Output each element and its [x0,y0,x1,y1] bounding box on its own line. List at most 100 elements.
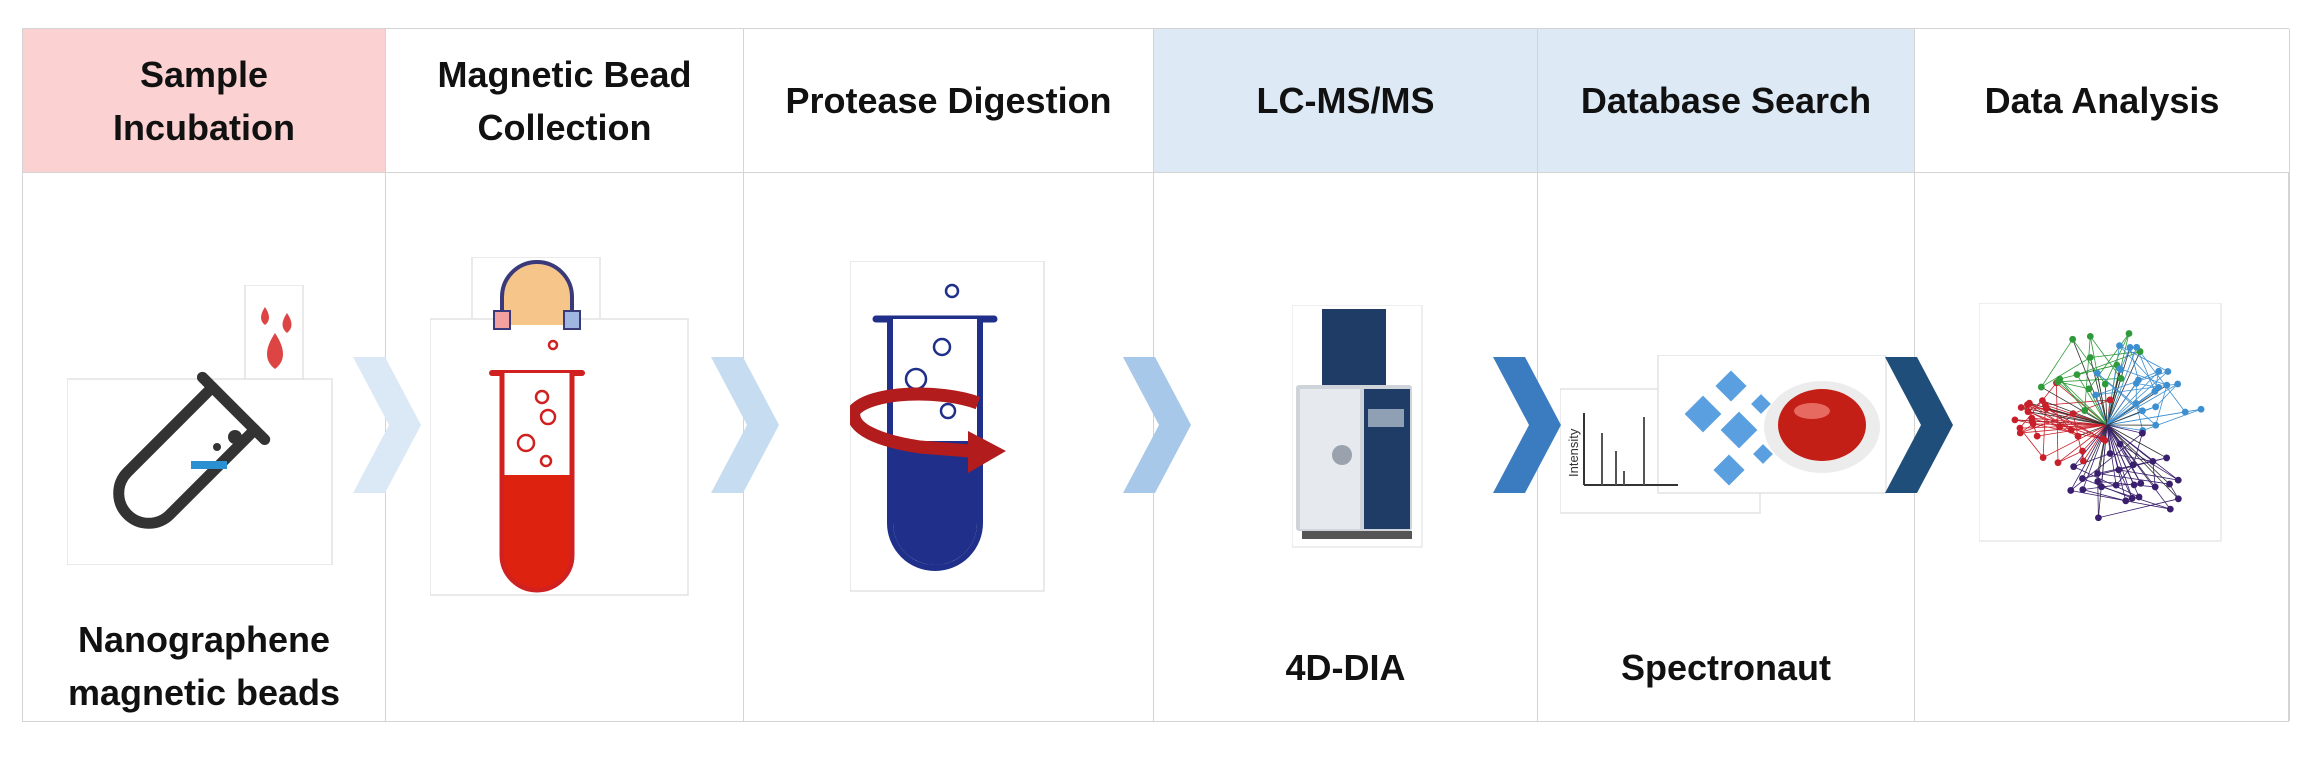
network-edge [2119,345,2159,388]
network-node [2166,480,2173,488]
step-title: Data Analysis [1915,29,2289,173]
step-data-analysis: Data Analysis [1915,29,2290,721]
network-node [2163,381,2171,389]
network-edge [2045,399,2111,406]
network-edge [2073,424,2108,467]
network-edge [2082,424,2108,479]
network-node [2132,400,2140,407]
network-edge [2021,407,2047,410]
step-title: Protease Digestion [744,29,1153,173]
network-edge [2076,351,2141,375]
step-lc-ms-ms: LC-MS/MS 4D-DIA [1154,29,1538,721]
network-node [2126,344,2134,351]
network-edge [2021,407,2108,426]
network-node [2106,396,2114,404]
network-node [2086,354,2094,361]
network-edge [2136,347,2186,413]
network-node [2137,479,2145,487]
network-edge [2057,381,2108,426]
network-node [2112,481,2120,489]
network-node [2094,478,2102,485]
network-node [2011,416,2019,424]
network-edge [2106,424,2143,434]
step-database-search: Database Search Intensity Spectrona [1538,29,1915,721]
network-node [2197,405,2205,413]
network-node [2164,368,2172,375]
network-edge [2106,424,2170,485]
network-node [2028,417,2036,425]
network-edge [2106,424,2142,484]
network-node [2174,476,2182,484]
network-edge [2120,347,2131,370]
network-edge [2019,382,2057,429]
step-sample-incubation: Sample Incubation Nanographene magnetic … [23,29,386,721]
network-node [2079,475,2086,482]
network-node [2132,379,2140,387]
network-node [2079,457,2087,465]
network-node [2073,371,2081,379]
network-edge [2040,339,2073,388]
step-title: LC-MS/MS [1154,29,1537,173]
network-edge [2095,371,2169,396]
network-node [2070,463,2078,471]
network-edge [2106,424,2143,431]
network-node [2155,367,2163,375]
network-node [2152,421,2160,429]
network-node [2174,380,2182,388]
network-edge [2096,373,2108,426]
network-node [2093,369,2101,377]
network-edge [2106,371,2160,426]
network-edge [2027,411,2108,426]
network-edge [2134,484,2156,488]
network-edge [2084,410,2108,426]
network-node [2115,466,2123,474]
step-caption: Spectronaut [1620,647,1832,688]
network-edge [2106,345,2120,426]
network-node [2024,408,2032,416]
network-edge [2083,424,2108,462]
network-edge [2059,364,2117,380]
network-edge [2070,490,2171,510]
network-edge [2042,424,2108,458]
network-node [2094,470,2101,477]
network-node [2149,457,2157,465]
network-node [2069,410,2077,418]
network-node [2129,461,2137,469]
network-node [2130,481,2138,489]
chevron-arrow-icon [711,357,779,493]
network-edge [2142,408,2202,431]
network-edge [2095,394,2108,426]
network-edge [2077,424,2108,437]
network-node [2016,424,2024,432]
network-node [2092,391,2100,399]
network-edge [2057,424,2108,463]
network-edge [2106,368,2121,426]
chevron-arrow-icon [1493,357,1561,493]
network-node [2067,426,2075,434]
network-node [2181,408,2189,416]
network-node [2056,423,2064,431]
network-node [2039,454,2047,461]
network-node [2037,383,2045,391]
network-edge [2097,481,2099,518]
network-edge [2089,336,2122,379]
network-edge [2073,466,2140,498]
network-edge [2106,347,2138,426]
network-node [2155,383,2163,391]
network-edge [2020,424,2108,434]
network-edge [2057,450,2083,464]
spectrum-axis-label: Intensity [1566,428,1581,477]
network-edge [2082,489,2126,502]
network-edge [2106,424,2127,501]
network-node [2039,397,2046,405]
network-edge [2031,417,2060,428]
network-node [2106,450,2114,457]
network-node [2139,407,2146,415]
network-edge [2110,453,2153,462]
network-edge [2155,385,2168,426]
network-node [2069,335,2077,343]
network-node [2079,486,2087,494]
network-node [2117,375,2125,382]
network-edge [2119,345,2169,372]
network-edge [2135,403,2144,431]
